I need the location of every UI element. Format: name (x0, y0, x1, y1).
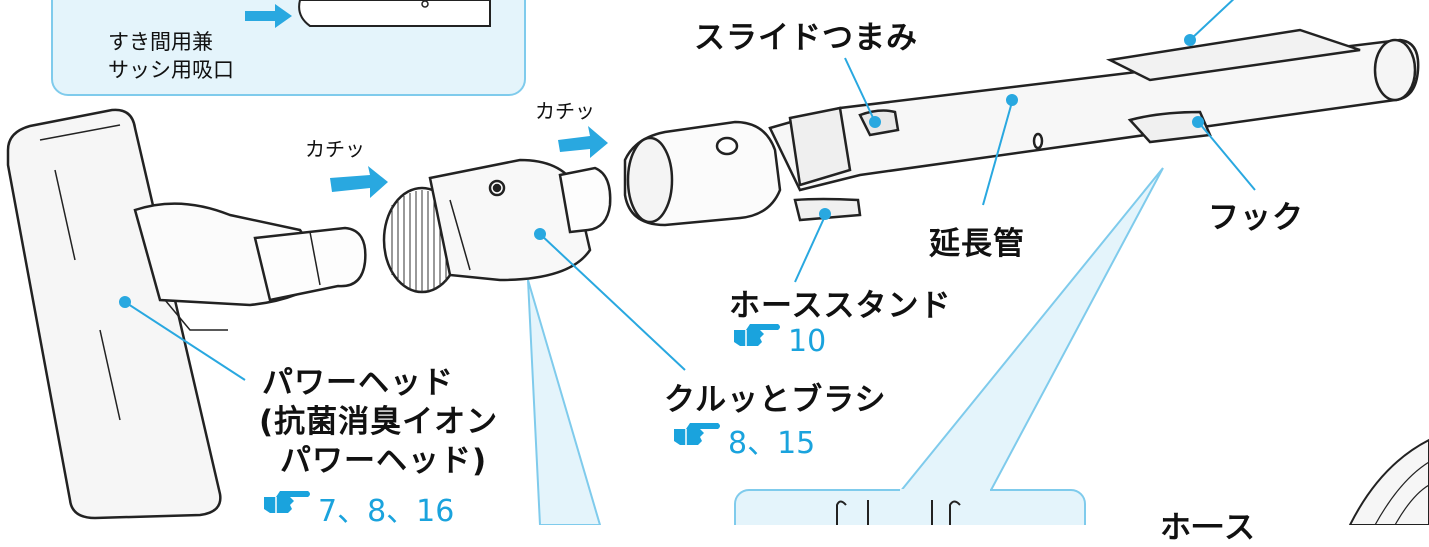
crevice-nozzle-callout (51, 0, 526, 96)
extension-pipe-label: 延長管 (929, 226, 1025, 262)
power-head-illustration (6, 108, 367, 520)
power-head-ref: 7、8、16 (262, 486, 454, 530)
leader-lines (119, 0, 1256, 381)
hose-stand-page-ref: 10 (788, 323, 827, 359)
hose-stand-label: ホーススタンド (729, 288, 952, 324)
power-head-label: パワーヘッド (抗菌消臭イオン パワーヘッド) (259, 364, 499, 481)
power-head-page-ref: 7、8、16 (318, 494, 455, 529)
hose-stand-ref: 10 (732, 320, 826, 362)
diagram-artwork (6, 0, 1429, 525)
kurutto-brush-ref: 8、15 (672, 418, 815, 462)
hook-label: フック (1208, 200, 1304, 236)
pointing-hand-icon (672, 419, 722, 461)
attach-arrows (330, 126, 608, 198)
power-head-label-line2: (抗菌消臭イオン (259, 404, 499, 440)
hose-illustration (1348, 438, 1429, 525)
crevice-nozzle-label-line1: すき間用兼 (108, 30, 213, 54)
click-label-right: カチッ (535, 99, 595, 123)
brush-callout-pointer (527, 279, 602, 525)
kurutto-brush-illustration (382, 158, 612, 294)
arrow-right-icon (558, 126, 608, 158)
pointing-hand-icon (732, 320, 782, 362)
power-head-label-line1: パワーヘッド (262, 365, 454, 401)
crevice-nozzle-label-line2: サッシ用吸口 (108, 58, 234, 82)
kurutto-brush-page-ref: 8、15 (728, 426, 816, 461)
arrow-right-icon (330, 166, 388, 198)
click-label-left: カチッ (305, 137, 365, 161)
slide-knob-label: スライドつまみ (694, 20, 918, 56)
crevice-nozzle-label: すき間用兼 サッシ用吸口 (108, 28, 234, 84)
kurutto-brush-label: クルッとブラシ (664, 382, 887, 418)
power-head-label-line3: パワーヘッド) (280, 443, 488, 479)
pointing-hand-icon (262, 487, 312, 529)
extension-pipe-illustration (623, 28, 1420, 227)
hook-callout (734, 167, 1164, 525)
